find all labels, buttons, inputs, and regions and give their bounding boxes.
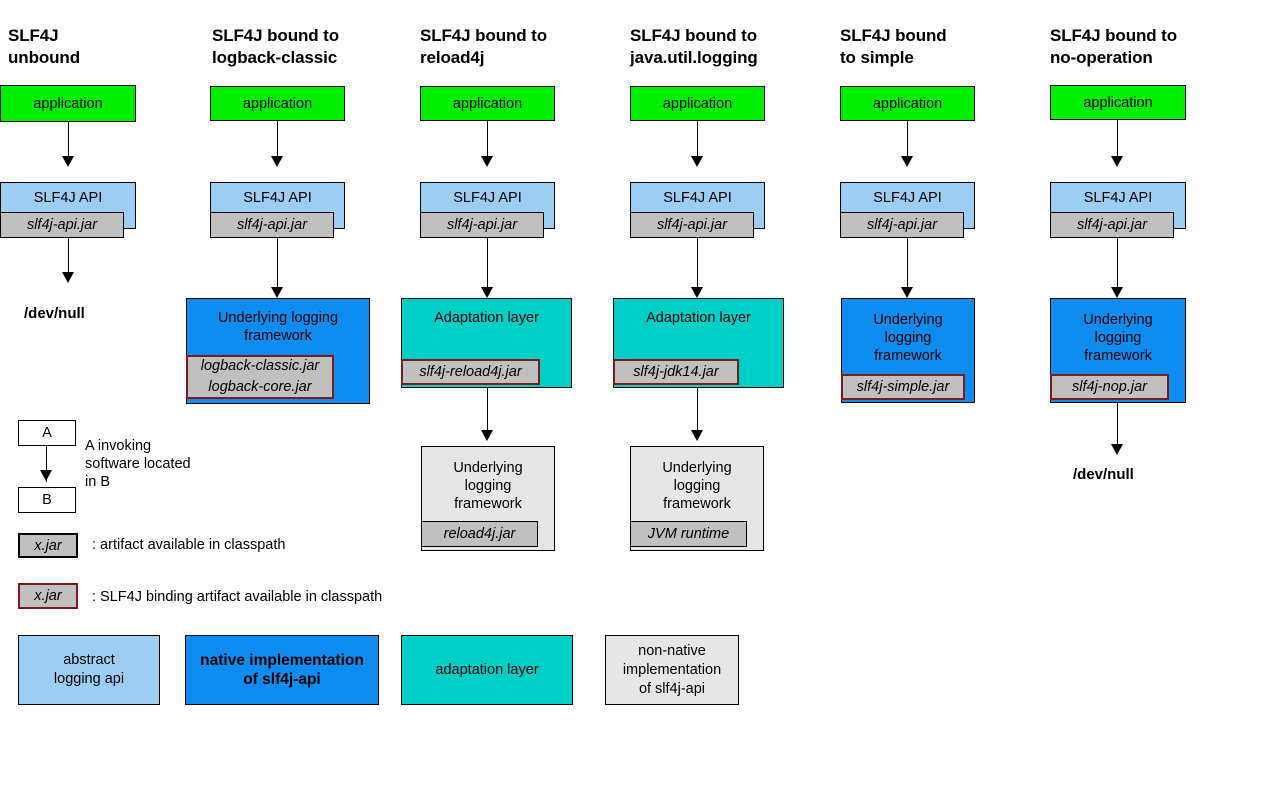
arrow-head-icon	[271, 156, 283, 167]
jar-chip-slf4j-api: slf4j-api.jar	[420, 212, 544, 238]
jar-chip-jvm-runtime: JVM runtime	[630, 521, 747, 547]
arrow-line	[487, 121, 488, 159]
jar-chip-logback-binding: logback-classic.jar logback-core.jar	[186, 355, 334, 399]
node-application-nop: application	[1050, 85, 1186, 120]
node-label: Underlying logging framework	[217, 310, 339, 344]
legend-swatch-native-impl: native implementation of slf4j-api	[185, 635, 379, 705]
arrow-head-icon	[62, 156, 74, 167]
jar-chip-slf4j-jdk14-binding: slf4j-jdk14.jar	[613, 359, 739, 385]
arrow-line	[697, 388, 698, 433]
arrow-line	[907, 121, 908, 159]
node-label: application	[1083, 95, 1153, 111]
arrow-head-icon	[481, 156, 493, 167]
node-label: application	[452, 96, 523, 112]
column-title-logback-classic: SLF4J bound to logback-classic	[212, 26, 340, 67]
terminal-dev-null-nop: /dev/null	[1073, 466, 1134, 483]
arrow-head-icon	[691, 430, 703, 441]
node-label: SLF4J API	[663, 190, 732, 206]
jar-chip-slf4j-api: slf4j-api.jar	[1050, 212, 1174, 238]
node-application-simple: application	[840, 86, 975, 121]
jar-chip-slf4j-api: slf4j-api.jar	[210, 212, 334, 238]
terminal-dev-null-unbound: /dev/null	[24, 305, 85, 322]
arrow-line	[46, 446, 47, 482]
node-application-reload4j: application	[420, 86, 555, 121]
arrow-line	[487, 388, 488, 433]
column-title-simple: SLF4J bound to simple	[840, 26, 947, 67]
arrow-line	[697, 238, 698, 290]
arrow-head-icon	[1111, 156, 1123, 167]
jar-chip-slf4j-reload4j-binding: slf4j-reload4j.jar	[401, 359, 540, 385]
arrow-head-icon	[691, 156, 703, 167]
legend-chip-binding-artifact: x.jar	[18, 583, 78, 609]
column-title-no-operation: SLF4J bound to no-operation	[1050, 26, 1178, 67]
node-label: application	[33, 96, 103, 112]
arrow-head-icon	[901, 156, 913, 167]
arrow-head-icon	[62, 272, 74, 283]
legend-invocation-box-a: A	[18, 420, 76, 446]
jar-chip-reload4j: reload4j.jar	[421, 521, 538, 547]
arrow-head-icon	[40, 470, 52, 481]
arrow-line	[68, 238, 69, 275]
node-label: Adaptation layer	[646, 310, 751, 326]
arrow-head-icon	[481, 287, 493, 298]
arrow-head-icon	[481, 430, 493, 441]
arrow-line	[68, 122, 69, 159]
node-label: Underlying logging framework	[662, 460, 732, 512]
node-label: application	[872, 96, 943, 112]
node-application-unbound: application	[0, 85, 136, 122]
legend-invocation-box-b: B	[18, 487, 76, 513]
node-label: Underlying logging framework	[873, 312, 943, 364]
legend-invocation-description: A invoking software located in B	[85, 438, 191, 490]
node-label: application	[662, 96, 733, 112]
node-label: SLF4J API	[873, 190, 942, 206]
legend-swatch-adaptation-layer: adaptation layer	[401, 635, 573, 705]
node-label: Underlying logging framework	[1083, 312, 1153, 364]
jar-chip-slf4j-simple-binding: slf4j-simple.jar	[841, 374, 965, 400]
jar-chip-slf4j-api: slf4j-api.jar	[0, 212, 124, 238]
column-title-java-util-logging: SLF4J bound to java.util.logging	[630, 26, 758, 67]
arrow-head-icon	[901, 287, 913, 298]
arrow-head-icon	[1111, 444, 1123, 455]
jar-chip-slf4j-api: slf4j-api.jar	[630, 212, 754, 238]
legend-swatch-non-native-impl: non-native implementation of slf4j-api	[605, 635, 739, 705]
node-label: SLF4J API	[1083, 190, 1153, 206]
node-label: Underlying logging framework	[453, 460, 523, 512]
arrow-head-icon	[691, 287, 703, 298]
arrow-line	[697, 121, 698, 159]
legend-artifact-description: : artifact available in classpath	[92, 537, 286, 553]
arrow-line	[277, 121, 278, 159]
arrow-line	[1117, 120, 1118, 159]
legend-swatch-abstract-api: abstract logging api	[18, 635, 160, 705]
arrow-line	[1117, 403, 1118, 447]
node-label: application	[242, 96, 313, 112]
arrow-line	[1117, 238, 1118, 290]
node-label: SLF4J API	[453, 190, 522, 206]
arrow-head-icon	[1111, 287, 1123, 298]
arrow-head-icon	[271, 287, 283, 298]
node-label: SLF4J API	[243, 190, 312, 206]
arrow-line	[277, 238, 278, 290]
column-title-reload4j: SLF4J bound to reload4j	[420, 26, 548, 67]
arrow-line	[907, 238, 908, 290]
node-application-logback: application	[210, 86, 345, 121]
node-application-jul: application	[630, 86, 765, 121]
legend-chip-artifact: x.jar	[18, 533, 78, 558]
column-title-unbound: SLF4J unbound	[8, 26, 80, 67]
arrow-line	[487, 238, 488, 290]
jar-chip-slf4j-api: slf4j-api.jar	[840, 212, 964, 238]
node-label: Adaptation layer	[434, 310, 539, 326]
jar-chip-slf4j-nop-binding: slf4j-nop.jar	[1050, 374, 1169, 400]
legend-binding-artifact-description: : SLF4J binding artifact available in cl…	[92, 589, 383, 605]
node-label: SLF4J API	[33, 190, 103, 206]
